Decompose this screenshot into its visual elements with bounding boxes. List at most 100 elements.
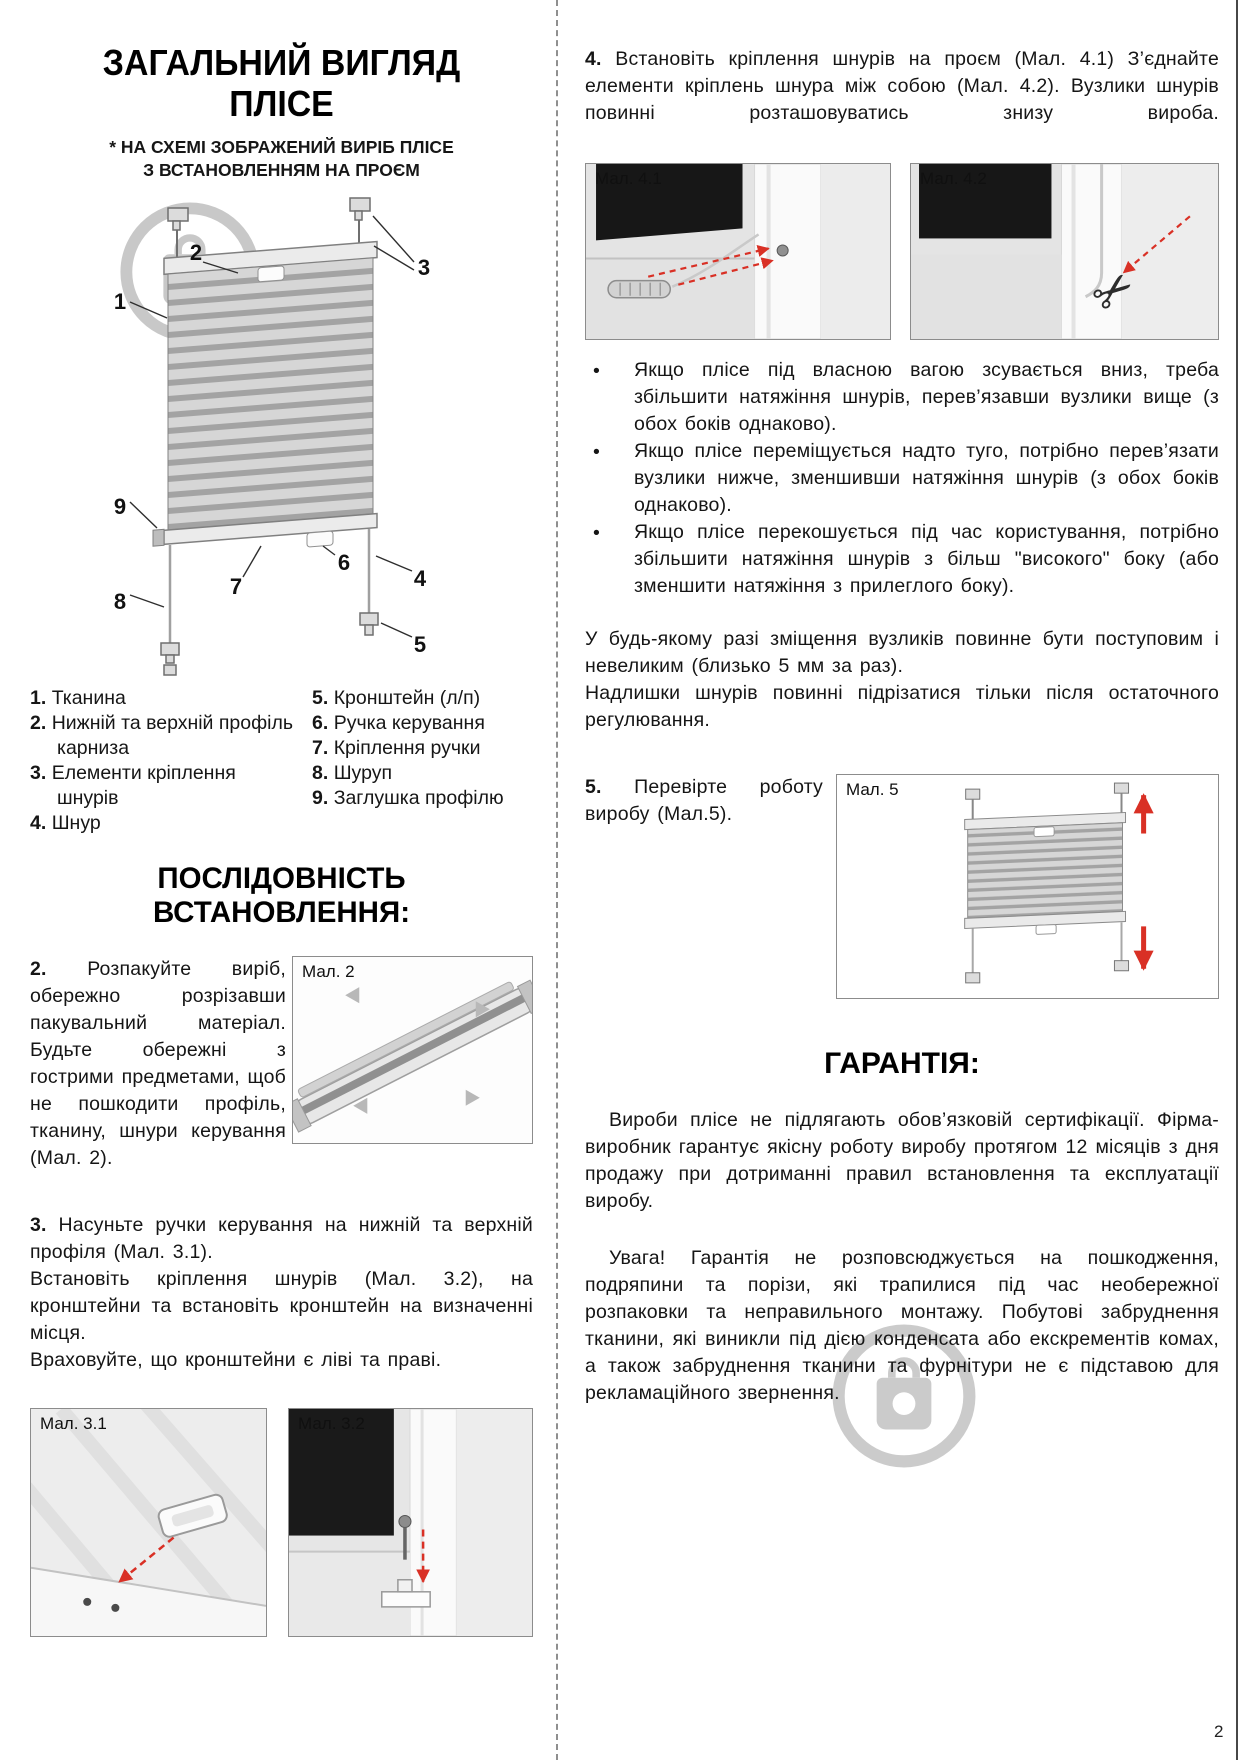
- cord: [671, 233, 760, 288]
- step-3-paragraph-2: Встановіть кріплення шнурів (Мал. 3.2), …: [30, 1268, 533, 1344]
- legend-text: Елементи кріплення шнурів: [51, 762, 236, 809]
- legend-text: Тканина: [51, 687, 126, 709]
- step-2-number: 2.: [30, 958, 47, 980]
- control-handle: [157, 1493, 228, 1538]
- screw: [776, 244, 789, 257]
- figure-5-label: Мал. 5: [846, 780, 899, 799]
- callout-9: 9: [114, 494, 126, 519]
- bottom-cord-brackets: [160, 612, 379, 676]
- legend-num: 4.: [30, 812, 47, 834]
- page-edge-line: [1236, 0, 1238, 1760]
- legend-num: 2.: [30, 712, 47, 734]
- blind-overview-diagram: 1 2 3 4 5 6 7 8 9: [114, 197, 430, 676]
- figure-2-label: Мал. 2: [302, 962, 355, 981]
- legend-num: 6.: [312, 712, 329, 734]
- cord: [1084, 164, 1104, 299]
- bullet-text: Якщо плісе переміщується надто туго, пот…: [634, 440, 1219, 516]
- packed-blind: [293, 979, 532, 1133]
- screw: [398, 1514, 412, 1560]
- callout-8: 8: [114, 589, 126, 614]
- unpack-arrows: [345, 987, 490, 1114]
- legend-num: 7.: [312, 737, 329, 759]
- bullet-text: Якщо плісе перекошується під час користу…: [634, 521, 1219, 597]
- legend-num: 3.: [30, 762, 47, 784]
- adjustment-bullet-list: • Якщо плісе під власною вагою зсувається…: [585, 357, 1219, 600]
- figure-4-2: Мал. 4.2 ✂: [910, 163, 1219, 340]
- legend-item: 8. Шуруп: [312, 761, 532, 786]
- bullet-item: • Якщо плісе переміщується надто туго, по…: [585, 438, 1219, 519]
- legend-text: Ручка керування: [333, 712, 485, 734]
- bracket: [381, 1578, 431, 1608]
- callout-1: 1: [114, 289, 126, 314]
- callout-7: 7: [230, 574, 242, 599]
- figure-3-1-image: [31, 1409, 266, 1636]
- step-2-block: 2. Розпакуйте виріб, обережно розрізавши…: [30, 956, 533, 1172]
- red-arrows: [647, 245, 774, 286]
- figure-3-2-image: [289, 1409, 532, 1636]
- figure-4-1-image: [586, 164, 890, 339]
- legend-text: Кронштейн (л/п): [333, 687, 481, 709]
- callout-4: 4: [414, 566, 427, 591]
- page-title: ЗАГАЛЬНИЙ ВИГЛЯД ПЛІСЕ: [45, 42, 518, 124]
- page-subtitle: * НА СХЕМІ ЗОБРАЖЕНИЙ ВИРІБ ПЛІСЕ З ВСТА…: [30, 136, 533, 182]
- bullet-item: • Якщо плісе під власною вагою зсувається…: [585, 357, 1219, 438]
- right-column: 4. Встановіть кріплення шнурів на проєм …: [585, 0, 1219, 1468]
- legend-item: 4. Шнур: [30, 811, 298, 836]
- subtitle-line2: З ВСТАНОВЛЕННЯМ НА ПРОЄМ: [143, 160, 420, 180]
- lift-cords: [168, 529, 371, 643]
- step-5-number: 5.: [585, 776, 602, 798]
- figure-4-2-label: Мал. 4.2: [920, 169, 987, 188]
- column-divider: [556, 0, 558, 1760]
- legend-item: 2. Нижній та верхній профіль карниза: [30, 711, 298, 761]
- step-3-text-1: Насуньте ручки керування на нижній та ве…: [30, 1214, 533, 1263]
- watermark-logo-icon: [832, 1324, 976, 1468]
- legend-text: Нижній та верхній профіль карниза: [51, 712, 294, 759]
- legend-item: 5. Кронштейн (л/п): [312, 686, 532, 711]
- bullet-text: Якщо плісе під власною вагою зсувається …: [634, 359, 1219, 435]
- figure-3-1: Мал. 3.1: [30, 1408, 267, 1637]
- parts-legend: 1. Тканина 2. Нижній та верхній профіль …: [30, 686, 533, 836]
- legend-item: 6. Ручка керування: [312, 711, 532, 736]
- pleated-blind: [152, 240, 378, 548]
- callout-2: 2: [190, 240, 202, 265]
- legend-text: Заглушка профілю: [333, 787, 504, 809]
- warranty-paragraph-2: Увага! Гарантія не розповсюджується на п…: [585, 1247, 1219, 1404]
- step-4-text: Встановіть кріплення шнурів на проєм (Ма…: [585, 48, 1219, 124]
- figures-3-row: Мал. 3.1: [30, 1408, 533, 1637]
- figure-2: Мал. 2: [292, 956, 533, 1144]
- top-mounting-brackets: [167, 197, 371, 231]
- figure-5: Мал. 5: [836, 774, 1219, 999]
- step-5-block: 5. Перевірте роботу виробу (Мал.5). Мал.…: [585, 774, 1219, 999]
- legend-text: Шуруп: [333, 762, 393, 784]
- legend-item: 1. Тканина: [30, 686, 298, 711]
- legend-num: 9.: [312, 787, 329, 809]
- left-column: ЗАГАЛЬНИЙ ВИГЛЯД ПЛІСЕ * НА СХЕМІ ЗОБРАЖ…: [30, 0, 533, 1637]
- callout-6: 6: [338, 550, 350, 575]
- figure-4-1-label: Мал. 4.1: [595, 169, 662, 188]
- legend-item: 3. Елементи кріплення шнурів: [30, 761, 298, 811]
- step-4-paragraph: 4. Встановіть кріплення шнурів на проєм …: [585, 46, 1219, 127]
- legend-column-1: 1. Тканина 2. Нижній та верхній профіль …: [30, 686, 298, 836]
- warranty-paragraph-1: Вироби плісе не підлягають обов’язковій …: [585, 1109, 1219, 1212]
- bullet-icon: •: [593, 441, 601, 463]
- step-5-paragraph: 5. Перевірте роботу виробу (Мал.5).: [585, 774, 823, 999]
- bullet-item: • Якщо плісе перекошується під час корист…: [585, 519, 1219, 600]
- callout-5: 5: [414, 632, 426, 657]
- figure-4-2-image: ✂: [911, 164, 1218, 339]
- bullet-icon: •: [593, 522, 601, 544]
- red-arrow: [1122, 215, 1191, 274]
- figure-2-image: [293, 957, 532, 1143]
- small-pleated-blind: [964, 811, 1127, 935]
- callout-3: 3: [418, 255, 430, 280]
- step-3-number: 3.: [30, 1214, 47, 1236]
- bullet-icon: •: [593, 360, 601, 382]
- sequence-heading: ПОСЛІДОВНІСТЬ ВСТАНОВЛЕННЯ:: [152, 862, 411, 929]
- note-paragraph-1: У будь-якому разі зміщення вузликів пови…: [585, 628, 1219, 677]
- page-number: 2: [1214, 1722, 1224, 1741]
- figures-4-row: Мал. 4.1: [585, 163, 1219, 340]
- step-4-number: 4.: [585, 48, 602, 70]
- warranty-heading: ГАРАНТІЯ:: [824, 1047, 980, 1080]
- figure-3-1-label: Мал. 3.1: [40, 1414, 107, 1433]
- figure-3-2: Мал. 3.2: [288, 1408, 533, 1637]
